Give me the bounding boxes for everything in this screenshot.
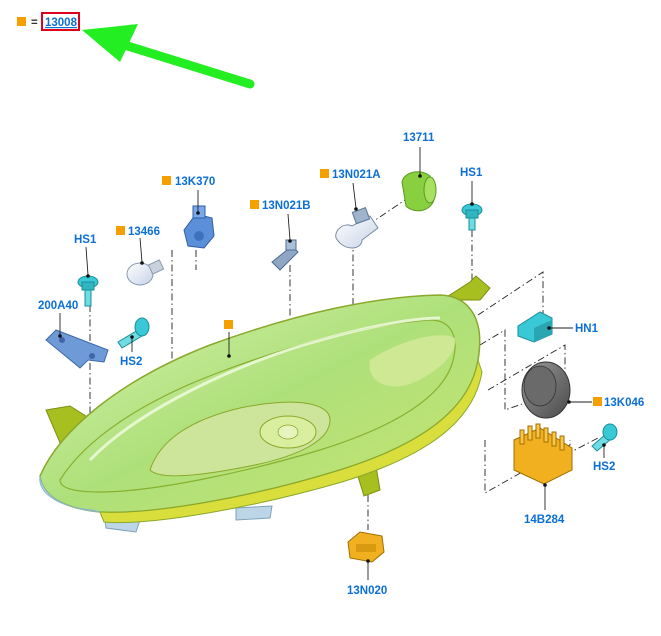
orange-square-marker-icon: [224, 320, 233, 329]
label-200a40[interactable]: 200A40: [38, 300, 78, 312]
bulb-13n021a[interactable]: [335, 206, 379, 249]
bracket-200a40[interactable]: [45, 329, 109, 369]
label-13466[interactable]: 13466: [128, 226, 160, 238]
headlamp[interactable]: [39, 275, 491, 533]
legend-highlight-box: [41, 12, 80, 31]
screw-hs2-right[interactable]: [591, 423, 618, 452]
label-hs2-left[interactable]: HS2: [120, 356, 142, 368]
clip-hn1[interactable]: [517, 311, 553, 343]
label-13n021b[interactable]: 13N021B: [262, 200, 311, 212]
orange-square-marker-icon: [162, 176, 171, 185]
label-13k370[interactable]: 13K370: [175, 176, 215, 188]
orange-square-marker-icon: [17, 17, 26, 26]
heatsink-14b284[interactable]: [513, 423, 573, 485]
legend-ref-link[interactable]: 13008: [45, 17, 78, 29]
part-labels: 13711 13K370 13N021A HS1 13N021B 13466 H…: [38, 132, 644, 597]
screw-hs1-top[interactable]: [461, 203, 483, 231]
cap-13k046[interactable]: [521, 361, 571, 419]
legend-equals: =: [31, 17, 38, 29]
green-arrow-icon: [82, 24, 255, 89]
cap-13711[interactable]: [401, 171, 437, 212]
label-13n021a[interactable]: 13N021A: [332, 169, 381, 181]
label-hn1[interactable]: HN1: [575, 323, 599, 335]
orange-square-marker-icon: [250, 200, 259, 209]
bulb-13466[interactable]: [126, 259, 165, 286]
label-hs1-top[interactable]: HS1: [460, 167, 483, 179]
orange-square-marker-icon: [320, 169, 329, 178]
label-hs1-left[interactable]: HS1: [74, 234, 97, 246]
label-13711[interactable]: 13711: [403, 132, 435, 144]
label-hs2-right[interactable]: HS2: [593, 461, 615, 473]
orange-square-marker-icon: [593, 397, 602, 406]
label-leaders: [58, 147, 606, 580]
label-13k046[interactable]: 13K046: [604, 397, 644, 409]
socket-13n020[interactable]: [347, 531, 385, 563]
screw-hs1-left[interactable]: [77, 275, 99, 307]
screw-hs2-left[interactable]: [117, 317, 150, 349]
label-14b284[interactable]: 14B284: [524, 514, 565, 526]
orange-markers: [116, 169, 602, 406]
orange-square-marker-icon: [116, 226, 125, 235]
bulb-13n021b[interactable]: [271, 239, 299, 271]
label-13n020[interactable]: 13N020: [347, 585, 387, 597]
